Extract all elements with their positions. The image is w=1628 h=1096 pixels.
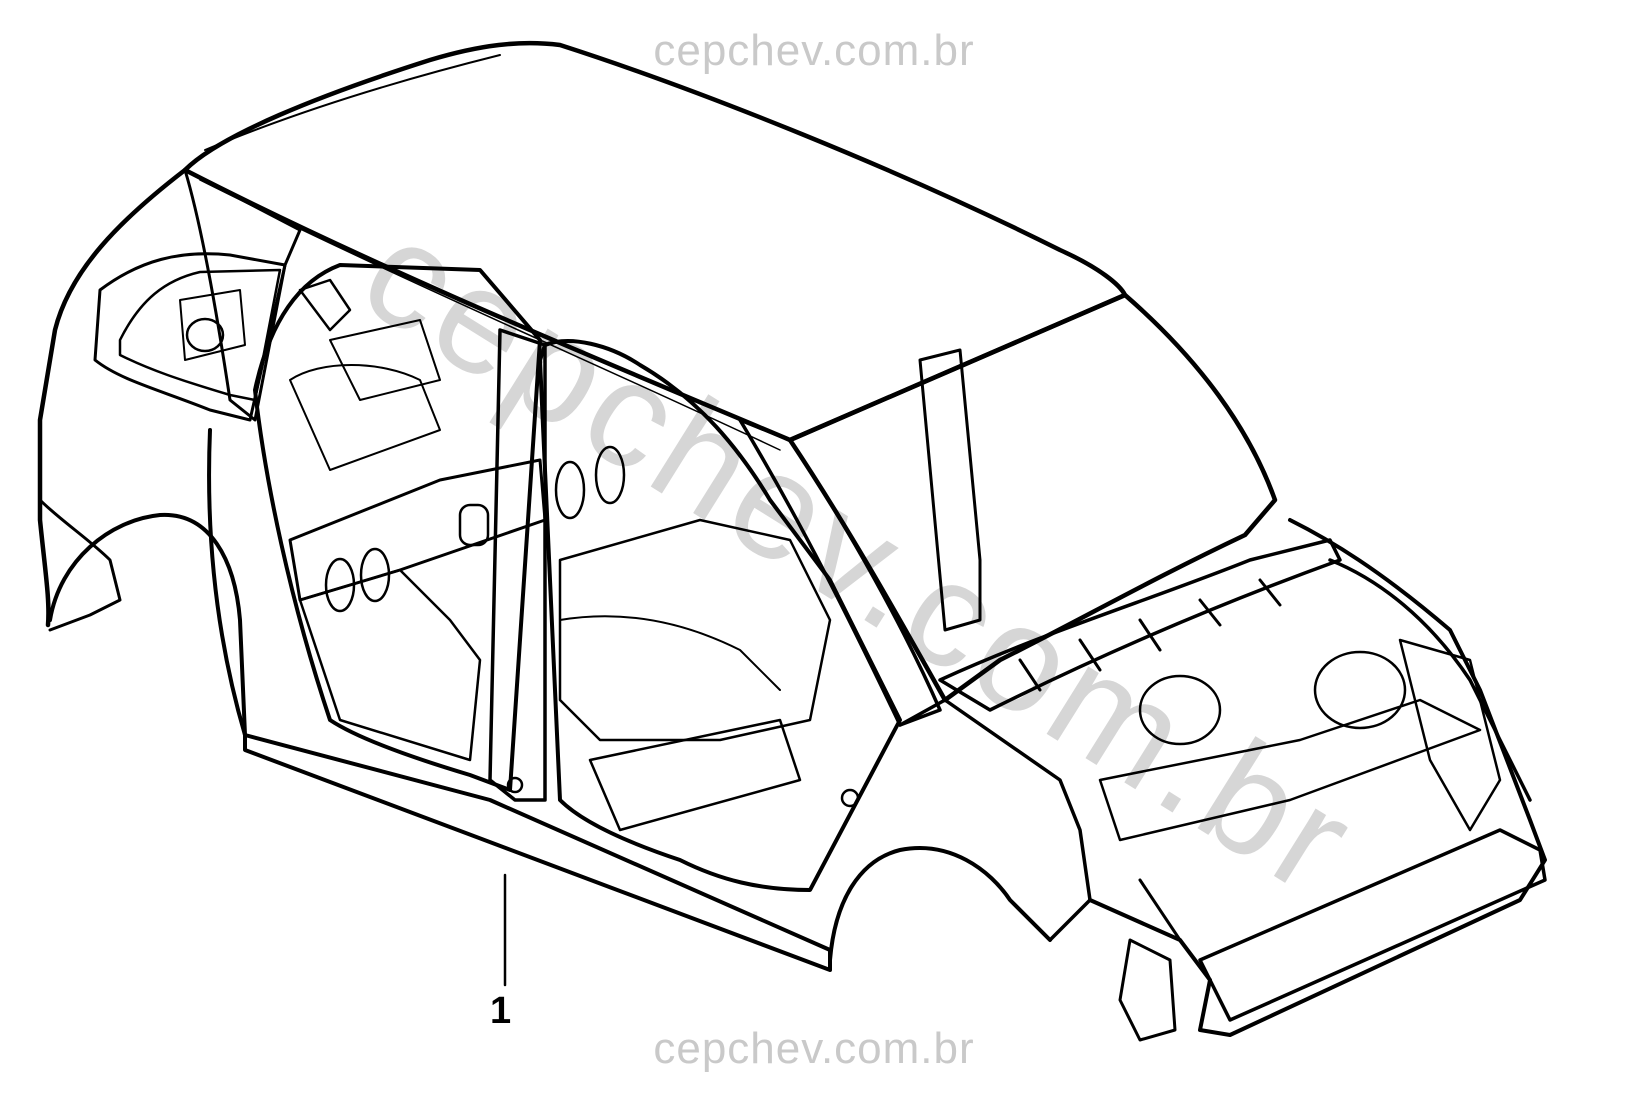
front-floor — [558, 518, 832, 742]
seat-panel-hole-4 — [594, 445, 626, 505]
dash-rib-1 — [1018, 658, 1042, 692]
a-pillar — [738, 418, 942, 727]
front-rail-left — [1138, 878, 1182, 942]
watermark-bottom: cepchev.com.br — [653, 1024, 975, 1073]
watermark-top: cepchev.com.br — [653, 26, 975, 75]
rear-inner-panel — [329, 319, 441, 401]
windshield-opening — [787, 292, 1278, 703]
body-side-lower — [207, 428, 247, 737]
rear-speaker-mount — [185, 317, 225, 353]
rear-hatch-outline — [37, 167, 188, 628]
inner-a-pillar — [918, 348, 982, 632]
front-sill-leg — [1118, 938, 1177, 1042]
roof-front-edge — [788, 293, 1127, 442]
seat-panel-hole-2 — [359, 547, 391, 603]
engine-bay-rail — [1098, 698, 1482, 842]
front-seat-crossmember — [588, 718, 802, 832]
rear-bumper-area — [38, 498, 122, 632]
front-pillar-hole — [840, 788, 860, 808]
seat-panel-hole-5 — [458, 503, 490, 547]
c-pillar — [183, 168, 302, 422]
rear-inner-pillar — [298, 278, 352, 332]
rear-seat-panel — [288, 458, 547, 602]
dash-rib-2 — [1078, 638, 1102, 672]
b-pillar — [488, 328, 547, 802]
rear-upper-panel — [93, 252, 287, 422]
dash-rib-5 — [1258, 578, 1282, 607]
rear-wheel-arch — [48, 512, 247, 737]
callout-label-1: 1 — [490, 990, 512, 1032]
cowl-panel — [938, 538, 1342, 712]
front-apron — [1328, 558, 1532, 802]
rear-inner-box — [179, 289, 246, 361]
tunnel — [559, 615, 781, 691]
dash-rib-3 — [1138, 618, 1162, 652]
front-door-opening — [538, 339, 902, 892]
seat-panel-hole-1 — [324, 557, 356, 613]
b-pillar-hole — [506, 776, 524, 794]
front-crossmember — [1198, 828, 1547, 1022]
roof-rear-edge — [204, 54, 501, 151]
front-fender — [898, 698, 1092, 942]
front-structure — [1088, 518, 1547, 1037]
dash-rib-4 — [1198, 598, 1222, 627]
strut-tower-left — [1313, 650, 1407, 730]
strut-tower-right — [1138, 674, 1222, 746]
seat-panel-hole-3 — [554, 460, 586, 520]
front-wheel-arch — [828, 846, 1052, 962]
radiator-support — [1398, 638, 1502, 832]
rear-door-opening — [253, 263, 542, 792]
roof-side-rail — [183, 168, 792, 442]
side-sill — [243, 733, 832, 972]
rear-floor — [298, 568, 482, 762]
rear-wheelhouse — [289, 364, 441, 471]
